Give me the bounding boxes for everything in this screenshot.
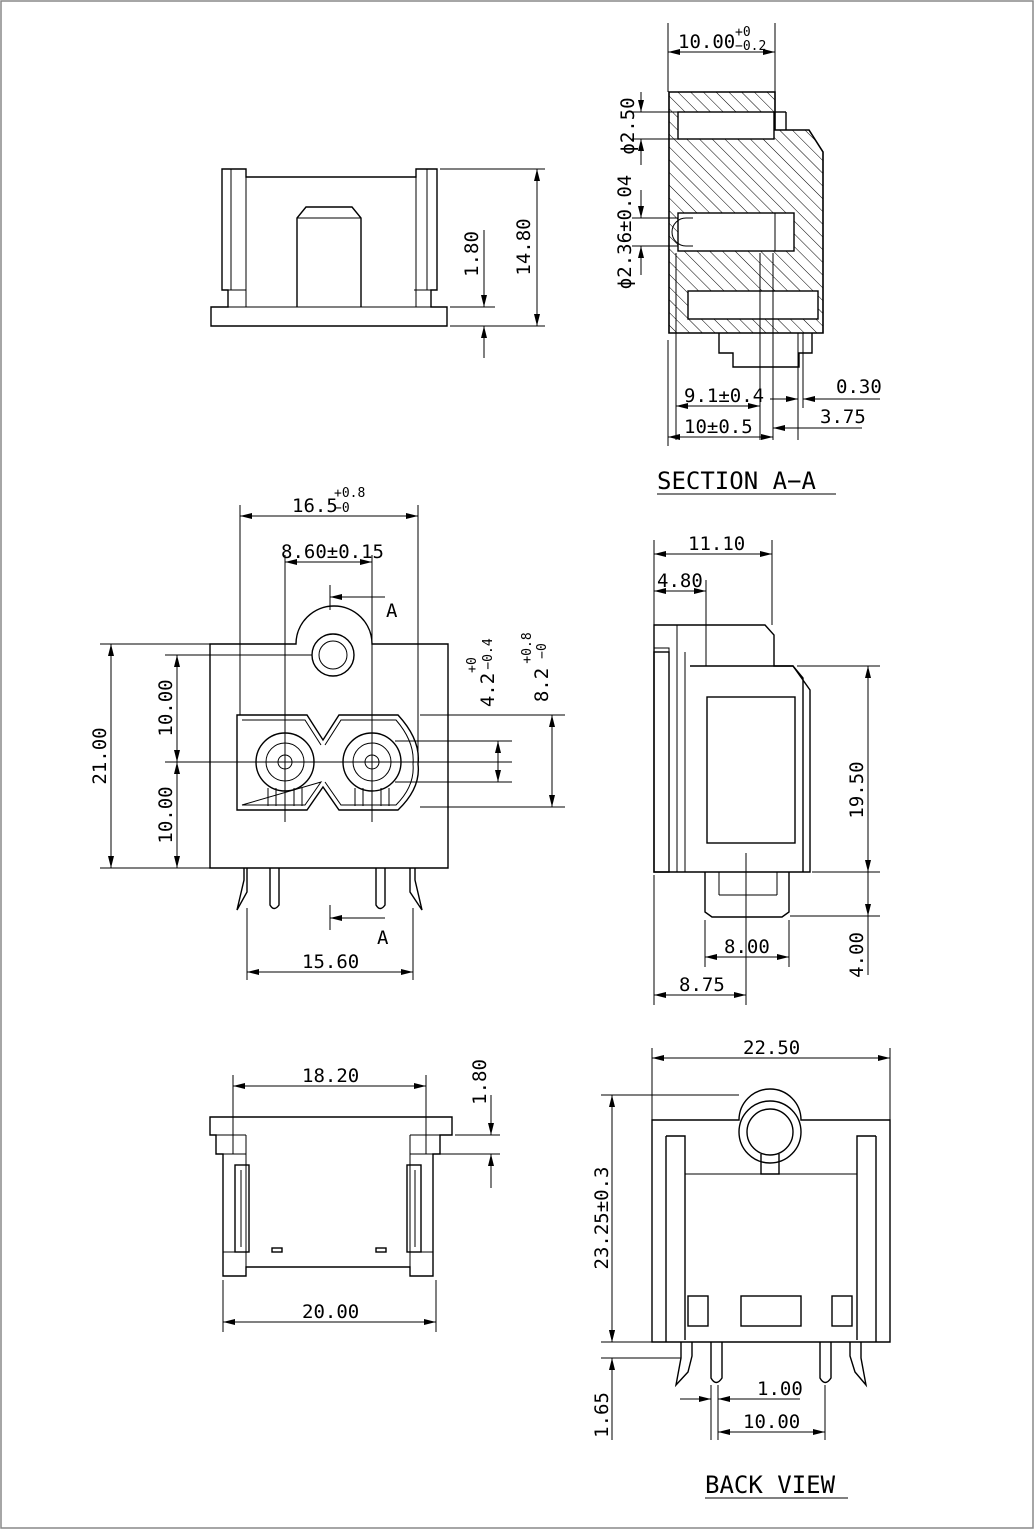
section-dim-10-label: 10±0.5	[684, 416, 753, 438]
section-dim-030-label: 0.30	[836, 376, 882, 398]
section-slot-bottom	[687, 290, 819, 320]
front-width-label: 16.5	[292, 495, 338, 517]
bottom-view: 18.20 20.00 1.80	[209, 1059, 500, 1332]
bottom-flange-label: 1.80	[469, 1059, 491, 1105]
front-pin-spacing-label: 8.60±0.15	[281, 541, 384, 563]
front-height-total-label: 21.00	[89, 727, 111, 784]
side-tail-label: 4.00	[846, 932, 868, 978]
top-view: 14.80 1.80	[210, 168, 545, 358]
section-width-tol-up: +0	[735, 25, 751, 40]
front-pin-width-label: 15.60	[302, 951, 359, 973]
ground-hole-inner	[318, 640, 348, 670]
front-slot2-tol-dn: −0	[535, 643, 550, 659]
front-height-lower-label: 10.00	[155, 786, 177, 843]
front-width-tol-dn: −0	[334, 501, 350, 516]
front-height-upper-label: 10.00	[155, 679, 177, 736]
side-height-label: 19.50	[846, 761, 868, 818]
front-slot-tol-dn: −0.4	[481, 638, 496, 669]
ground-hole-outer	[311, 633, 355, 677]
back-pin-len-label: 1.65	[591, 1392, 613, 1438]
dim-height-label: 14.80	[513, 218, 535, 275]
back-ground-ring-outer	[738, 1100, 802, 1164]
section-hole-mid-label: ϕ2.36±0.04	[614, 175, 636, 289]
back-view: 22.50 23.25±0.3 1.65 1.00 10.00 BACK VIE…	[591, 1037, 891, 1499]
back-view-title: BACK VIEW	[705, 1471, 836, 1499]
section-dim-375-label: 3.75	[820, 406, 866, 428]
back-ground-ring-inner	[746, 1108, 794, 1156]
section-width-label: 10.00	[678, 31, 735, 53]
front-body-outline	[209, 605, 449, 869]
side-view: 11.10 4.80 19.50 4.00 8.00 8.75	[653, 533, 880, 1005]
dim-flange-label: 1.80	[461, 231, 483, 277]
front-width-tol-up: +0.8	[334, 486, 365, 501]
section-mark-bottom: A	[377, 927, 389, 949]
section-dim-91-label: 9.1±0.4	[684, 385, 764, 407]
side-tab-width-label: 8.00	[724, 936, 770, 958]
section-slot-mid	[677, 212, 795, 252]
side-window	[706, 696, 796, 844]
back-pin-pitch-label: 10.00	[743, 1411, 800, 1433]
section-title: SECTION A−A	[657, 467, 816, 495]
back-body-outline	[651, 1088, 891, 1343]
front-slot-label: 4.2	[477, 673, 499, 707]
back-width-label: 22.50	[743, 1037, 800, 1059]
back-pin-dia-label: 1.00	[757, 1378, 803, 1400]
section-slot-top	[677, 111, 775, 140]
bottom-inner-width-label: 18.20	[302, 1065, 359, 1087]
top-view-key	[296, 206, 362, 307]
section-mark-top: A	[386, 600, 398, 622]
back-height-label: 23.25±0.3	[591, 1167, 613, 1270]
side-inner-frame	[690, 665, 804, 872]
side-front-depth-label: 4.80	[657, 570, 703, 592]
top-view-outline	[210, 168, 448, 327]
front-slot2-label: 8.2	[531, 668, 553, 702]
bottom-outer-width-label: 20.00	[302, 1301, 359, 1323]
socket-opening	[236, 714, 420, 811]
section-hole-top-label: ϕ2.50	[617, 97, 639, 154]
front-slot-tol-up: +0	[465, 657, 480, 673]
side-tab-offset-label: 8.75	[679, 974, 725, 996]
section-width-tol-dn: −0.2	[735, 39, 766, 54]
front-slot2-tol-up: +0.8	[520, 632, 535, 663]
front-view: 16.5 +0.8 −0 8.60±0.15 21.00 10.00 10.00…	[89, 486, 565, 980]
side-depth-label: 11.10	[688, 533, 745, 555]
section-a-a: 10.00 +0 −0.2 ϕ2.50 ϕ2.36±0.04 9.1±0.4 1…	[614, 23, 882, 495]
